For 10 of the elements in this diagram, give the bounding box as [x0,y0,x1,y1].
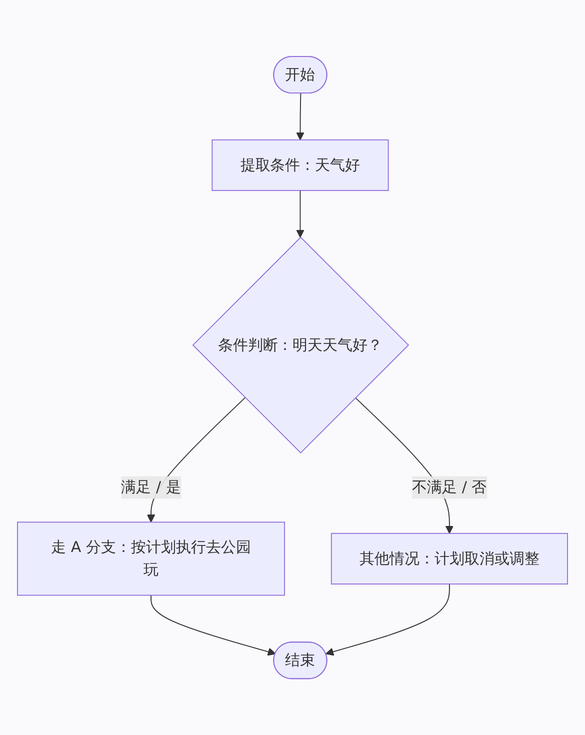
node-box: 走 A 分支：按计划执行去公园玩 [17,522,285,596]
edge-label: 满足 / 是 [121,478,181,496]
arrow [296,92,304,140]
arrow [326,583,450,656]
edge-label: 不满足 / 否 [412,478,487,496]
arrow [150,594,276,656]
node-diamond: 条件判断：明天天气好？ [192,236,410,454]
node-box: 其他情况：计划取消或调整 [330,532,568,584]
arrow [296,190,304,238]
node-box: 提取条件：天气好 [212,139,389,191]
